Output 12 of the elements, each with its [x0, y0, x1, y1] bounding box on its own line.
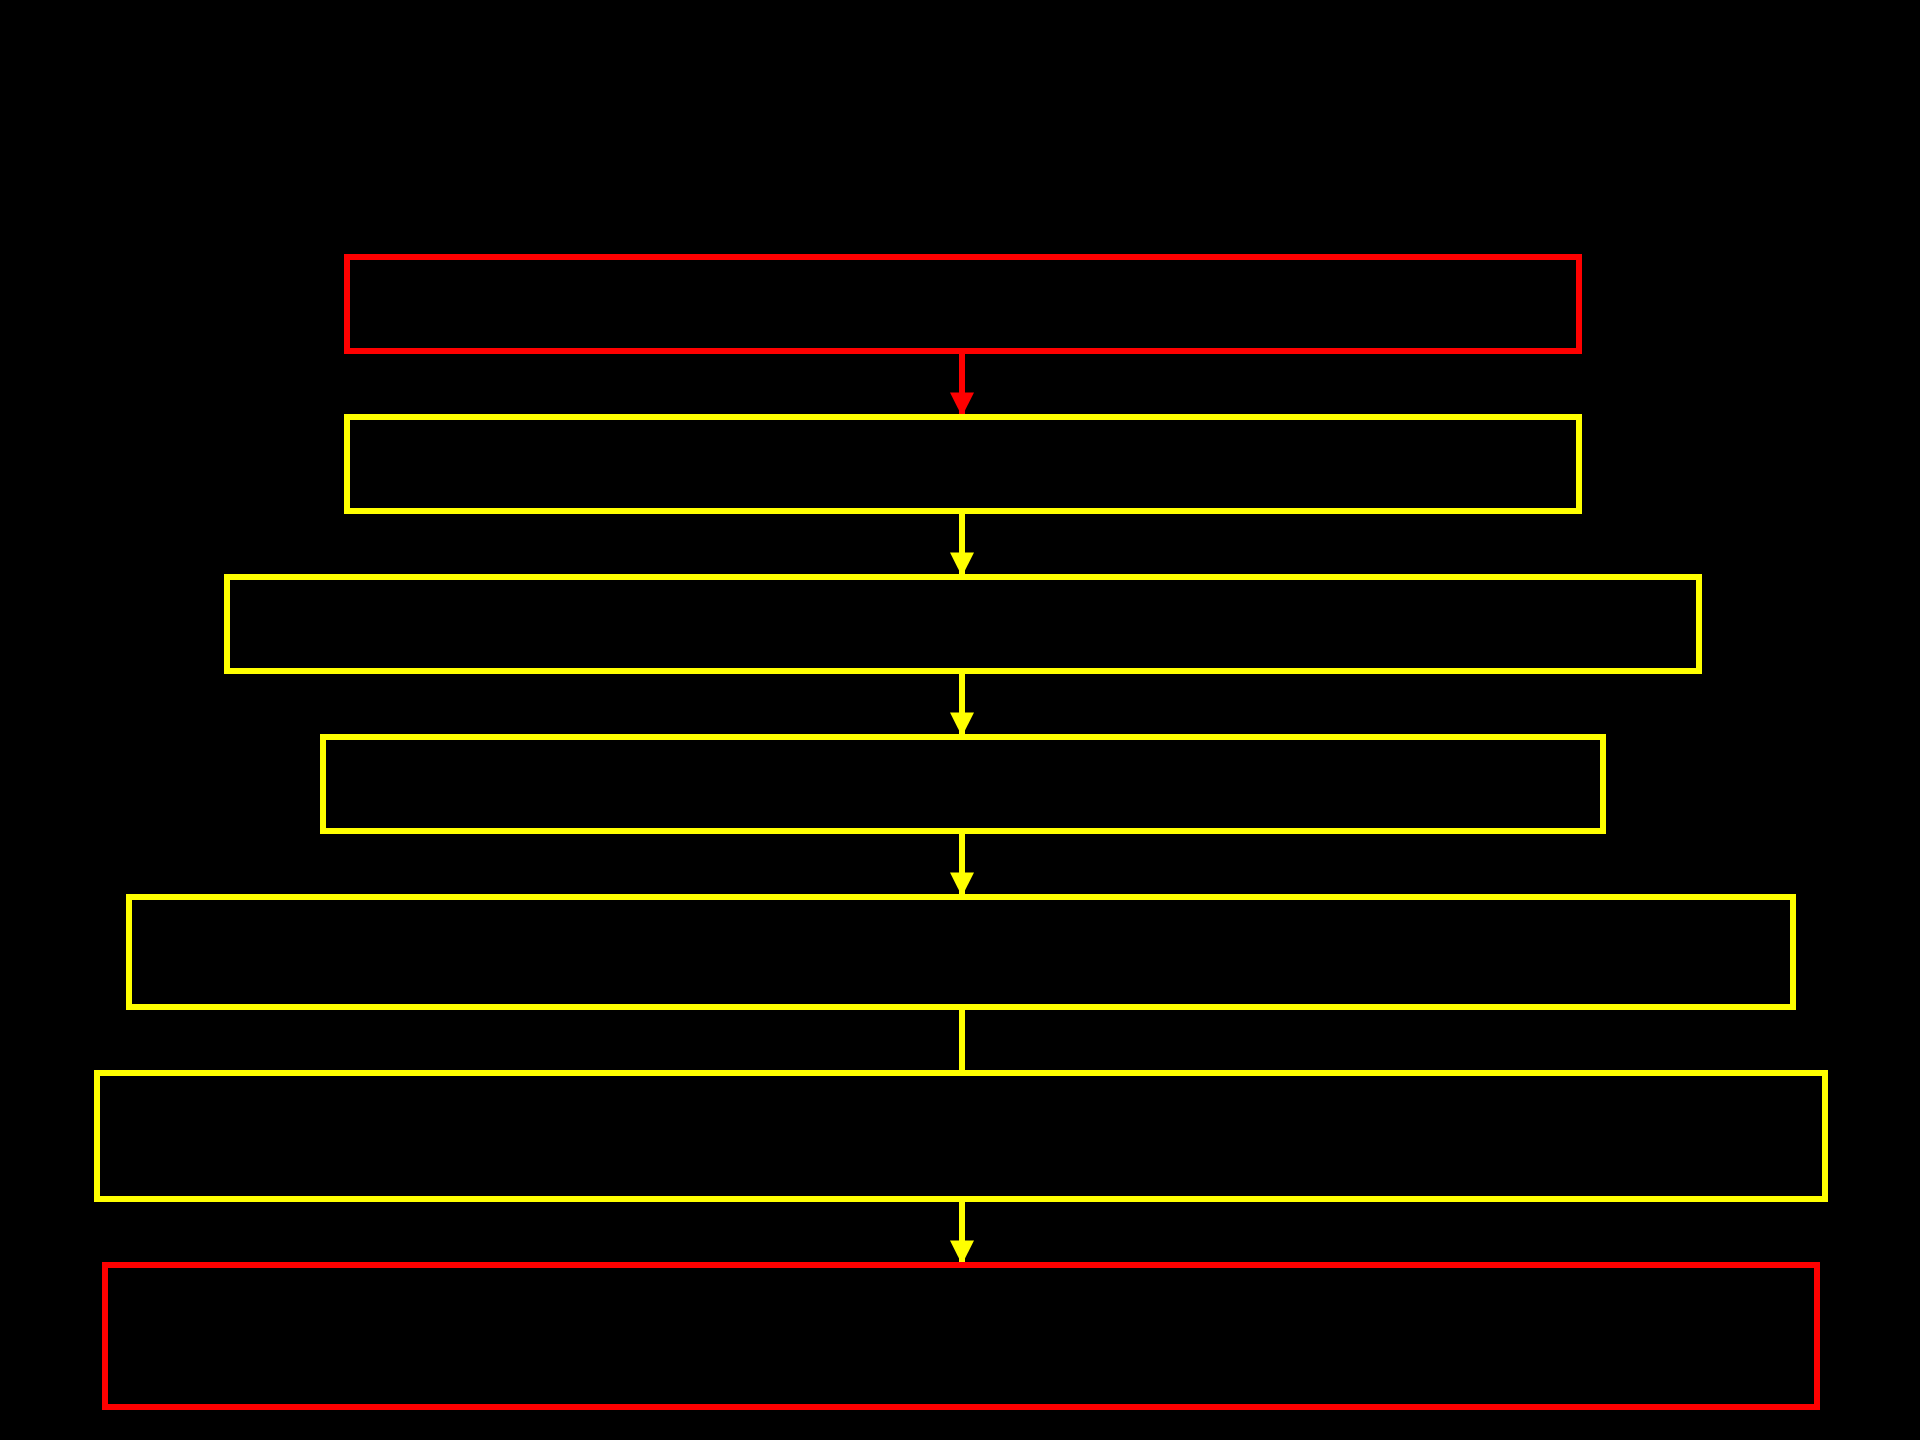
arrow: [950, 674, 974, 737]
arrow: [950, 1202, 974, 1265]
arrow: [950, 354, 974, 417]
arrow: [950, 834, 974, 897]
empty-box: [344, 254, 1582, 354]
empty-box: [126, 894, 1796, 1010]
arrow: [950, 514, 974, 577]
empty-box: [344, 414, 1582, 514]
empty-box: [224, 574, 1702, 674]
empty-box: [320, 734, 1606, 834]
empty-box: [94, 1070, 1828, 1202]
empty-box: [102, 1262, 1820, 1410]
